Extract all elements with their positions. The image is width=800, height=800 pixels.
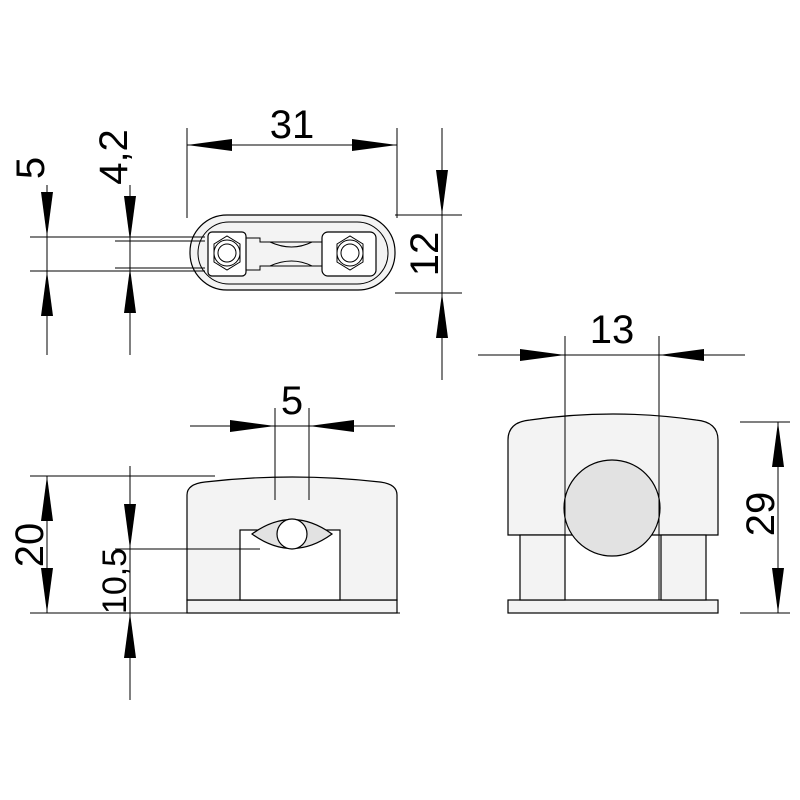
top-view-strap [246,237,323,271]
dim-5-left-label: 5 [9,157,53,179]
side-view-left-leg [519,534,566,601]
top-view-right-nut [321,231,377,277]
dim-42-label: 4,2 [92,129,136,185]
dim-31-label: 31 [270,103,315,147]
top-view: 31 12 5 4,2 [9,103,462,380]
side-view: 13 29 [478,308,790,614]
dim-5-slot-label: 5 [281,379,303,423]
dim-105-label: 10,5 [96,548,134,614]
top-view-left-nut [207,231,247,277]
dim-29-label: 29 [739,492,783,537]
side-view-right-leg [660,534,707,601]
side-view-base [507,599,719,614]
front-view-base [186,599,398,614]
side-view-ball [563,459,661,557]
dim-20-label: 20 [8,523,52,568]
front-view: 5 20 10,5 [8,379,400,700]
dim-13-label: 13 [590,308,635,352]
top-view-plate-inner [197,221,389,285]
dim-12-label: 12 [403,232,447,277]
